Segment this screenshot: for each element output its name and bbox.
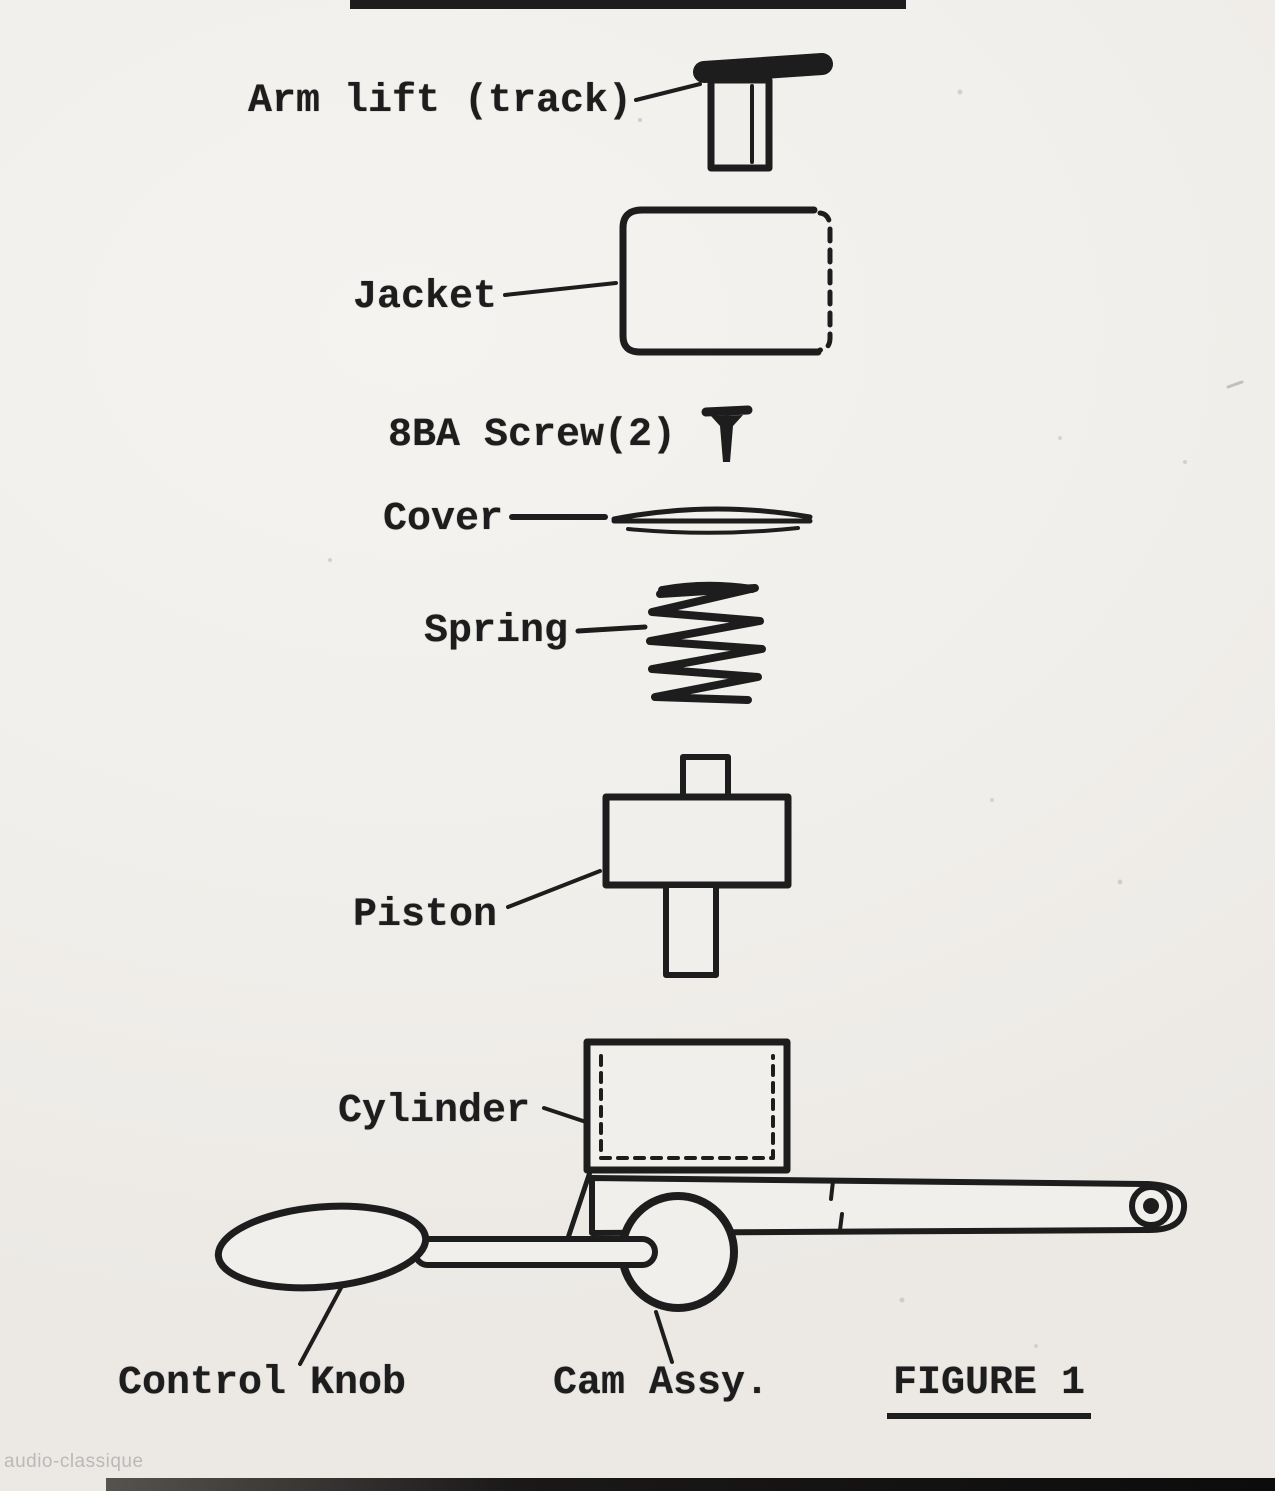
cylinder-leader-line: [542, 1106, 588, 1124]
jacket-part: [619, 206, 833, 356]
spring-part: [646, 581, 766, 704]
cam-leader-line: [654, 1310, 674, 1364]
arm-lift-part: [693, 53, 833, 172]
label-cover: Cover: [383, 497, 504, 542]
scan-edge-shadow: [106, 1478, 1275, 1491]
title-underline-remnant: [350, 0, 906, 9]
figure-caption: FIGURE 1: [887, 1362, 1092, 1419]
piston-part: [602, 754, 792, 978]
spring-leader-line: [575, 624, 648, 634]
jacket-leader-line: [503, 281, 618, 297]
piston-leader-line: [506, 869, 602, 909]
watermark-text: audio-classique: [4, 1451, 144, 1472]
screw-part: [701, 405, 753, 462]
label-cam-assy: Cam Assy.: [553, 1361, 770, 1406]
label-spring: Spring: [424, 609, 569, 654]
label-jacket: Jacket: [353, 275, 498, 320]
cover-part: [611, 506, 813, 535]
label-screw: 8BA Screw(2): [388, 413, 677, 458]
control-knob-leader-line: [298, 1284, 344, 1366]
control-knob-part: [214, 1169, 658, 1292]
label-cylinder: Cylinder: [338, 1089, 531, 1134]
label-control-knob: Control Knob: [118, 1361, 407, 1406]
cylinder-part: [583, 1038, 791, 1174]
label-piston: Piston: [353, 893, 498, 938]
arm-lift-leader-line: [634, 82, 702, 102]
arm-bar-part: [589, 1175, 1188, 1236]
scan-speckles: [328, 89, 1244, 1348]
label-arm-lift: Arm lift (track): [248, 79, 633, 124]
